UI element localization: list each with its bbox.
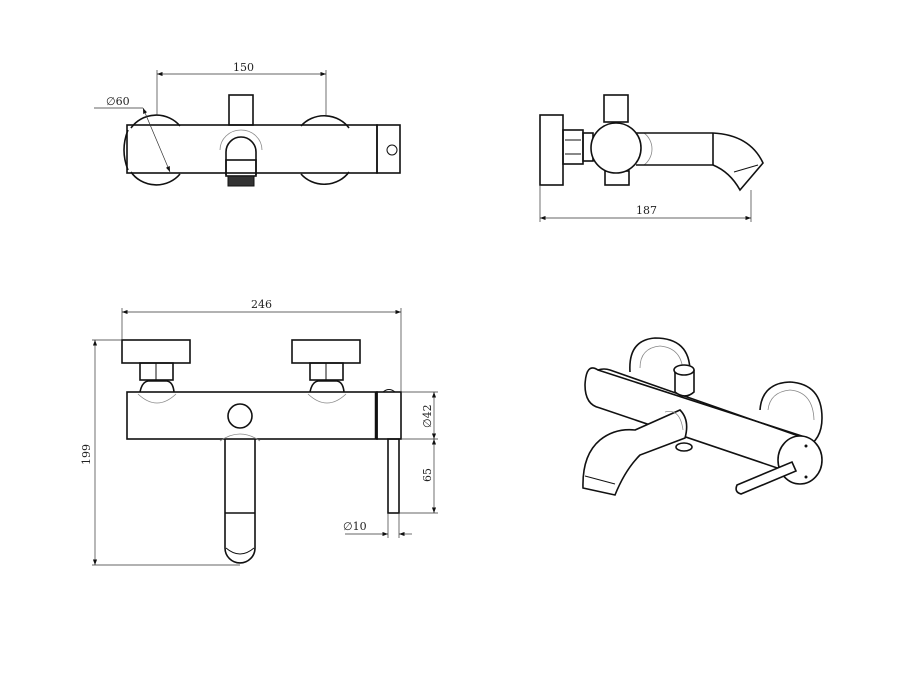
- dim-diameter-60: ∅60: [106, 95, 130, 108]
- dim-150: 150: [233, 61, 254, 74]
- dim-diameter-42: ∅42: [421, 404, 434, 428]
- top-view: 150 ∅60: [94, 61, 401, 187]
- dim-65: 65: [421, 468, 434, 482]
- dim-187: 187: [636, 204, 657, 217]
- dim-diameter-10: ∅10: [343, 520, 367, 533]
- dim-199: 199: [80, 444, 93, 465]
- isometric-view: [582, 337, 823, 496]
- dim-246: 246: [251, 298, 272, 311]
- front-view: 246 199 ∅42 65 ∅10: [80, 298, 438, 566]
- side-view: 187: [539, 94, 764, 222]
